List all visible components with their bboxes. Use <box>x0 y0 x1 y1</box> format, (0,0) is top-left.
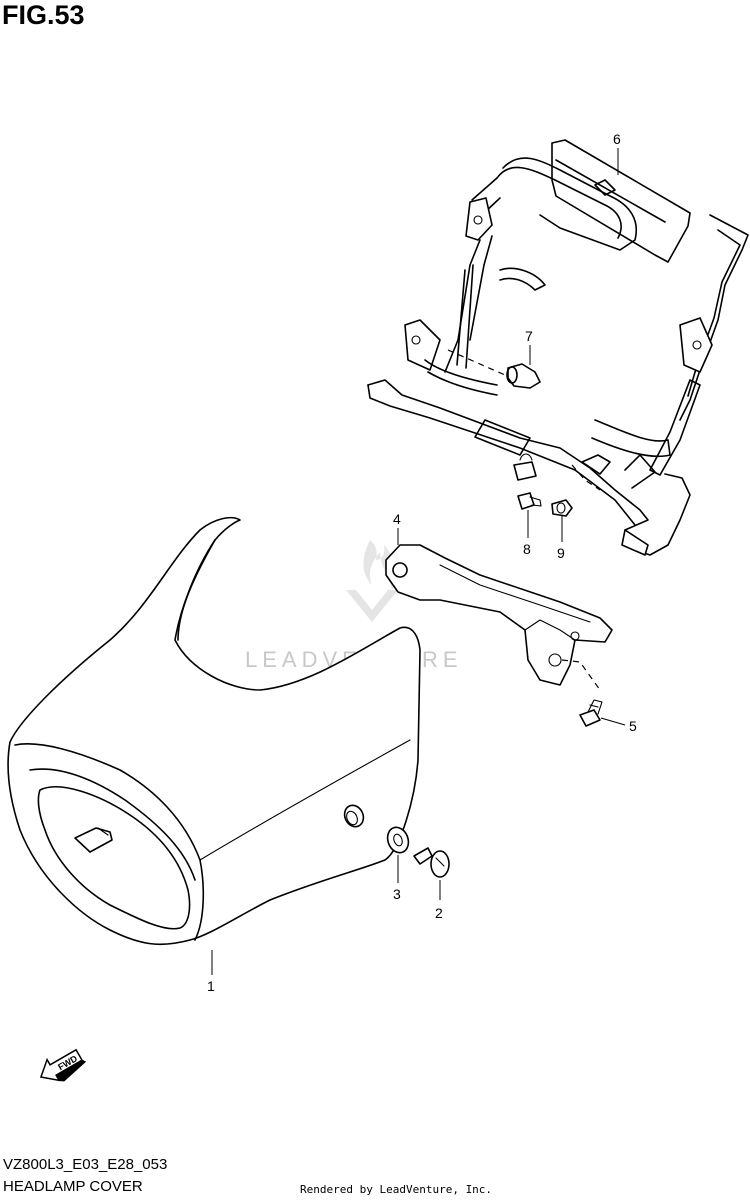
part-number-1: 1 <box>207 978 215 994</box>
figure-title: FIG.53 <box>2 0 85 30</box>
leadventure-logo-icon <box>346 540 398 622</box>
part-7-clip <box>506 363 541 389</box>
part-6-headlamp-bracket <box>367 139 749 556</box>
part-number-4: 4 <box>393 511 401 527</box>
part-9-nut <box>551 499 573 517</box>
fwd-arrow-icon: FWD <box>39 1048 87 1082</box>
part-8-bolt <box>517 492 542 510</box>
part-number-6: 6 <box>613 131 621 147</box>
part-2-bolt <box>413 847 450 878</box>
part-3-washer <box>386 826 410 854</box>
part-number-2: 2 <box>435 905 443 921</box>
part-number-8: 8 <box>523 541 531 557</box>
part-1-headlamp-cover <box>7 516 421 946</box>
part-5-bolt <box>579 699 603 727</box>
part-number-9: 9 <box>557 545 565 561</box>
render-credit: Rendered by LeadVenture, Inc. <box>300 1183 493 1196</box>
diagram-code: VZ800L3_E03_E28_053 <box>3 1156 168 1173</box>
part-number-3: 3 <box>393 886 401 902</box>
part-4-stay-bracket <box>385 544 613 686</box>
diagram-name: HEADLAMP COVER <box>3 1178 143 1195</box>
part-number-5: 5 <box>629 718 637 734</box>
part-number-7: 7 <box>525 328 533 344</box>
